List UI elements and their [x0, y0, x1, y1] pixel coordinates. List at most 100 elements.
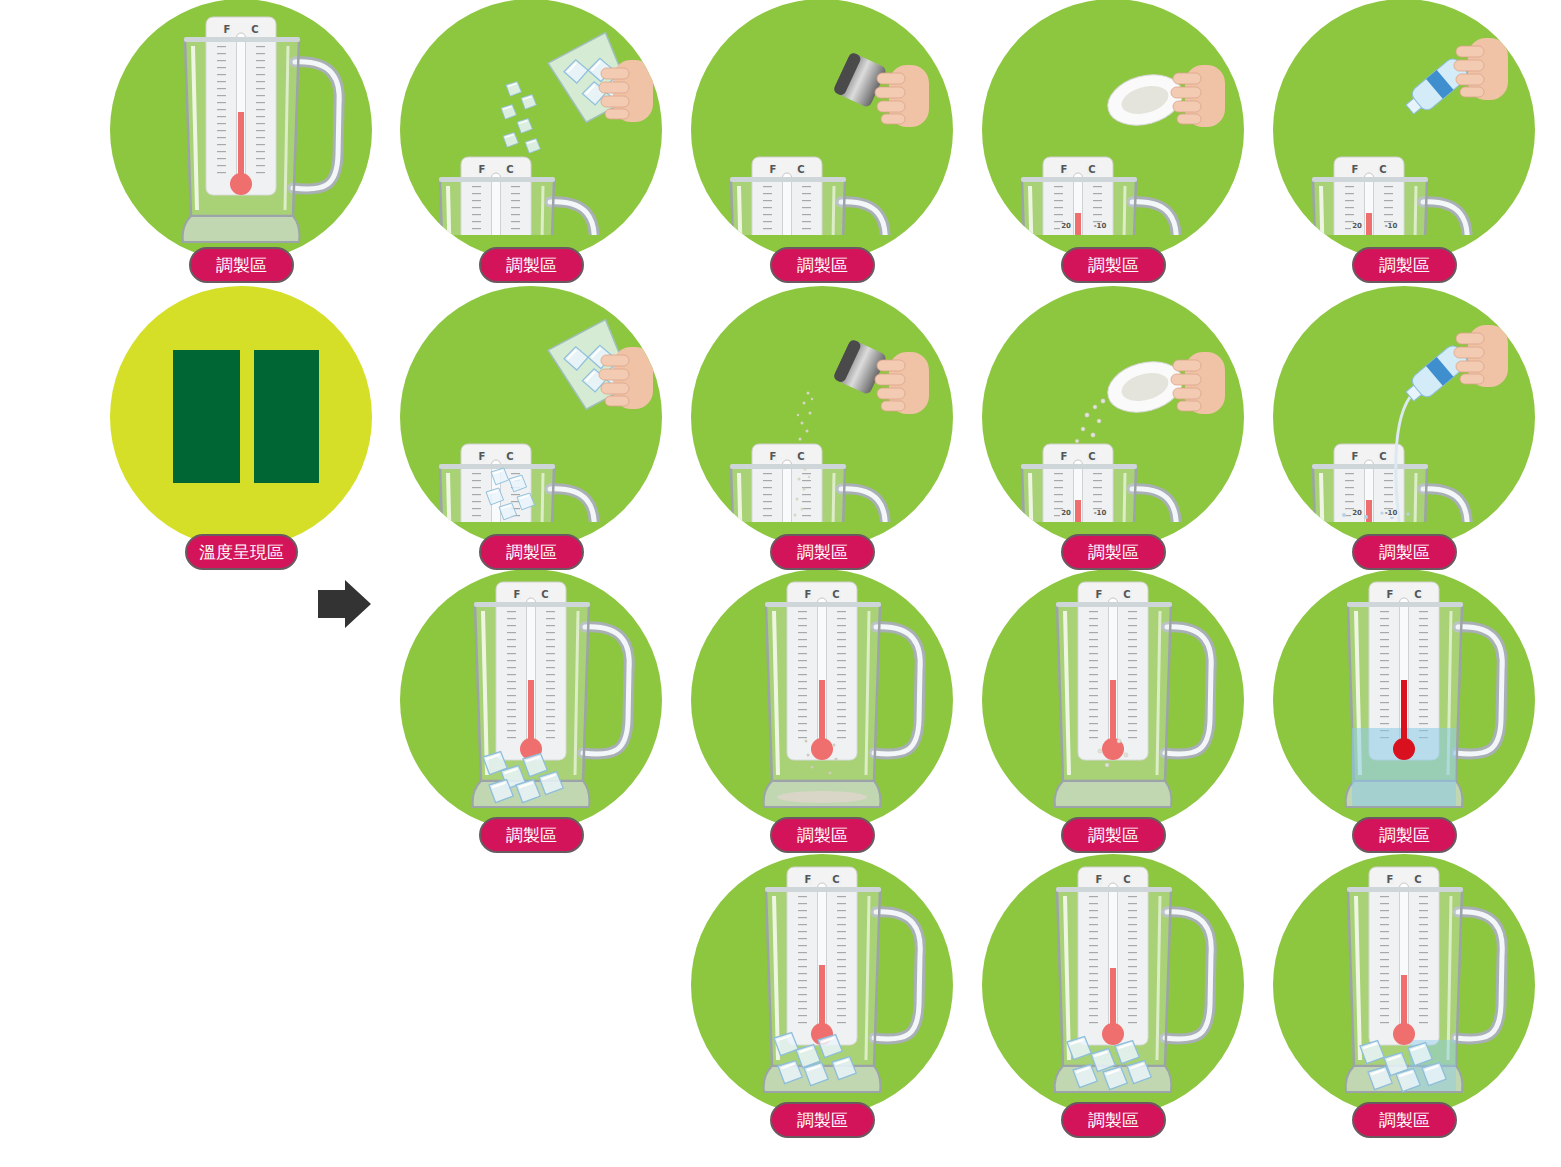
- illustration-part: [1127, 1061, 1151, 1084]
- label-holder: F: [769, 452, 778, 462]
- illustration-part: [1075, 213, 1081, 235]
- scale-number: 20: [1351, 223, 1363, 230]
- scale-letter: C: [1087, 452, 1096, 462]
- zone-circle: 調製區: [400, 0, 662, 283]
- zone-label: 調製區: [479, 247, 584, 283]
- illustration-part: [1408, 1043, 1432, 1066]
- circle-outline: [110, 286, 372, 548]
- scale-letter: F: [1386, 875, 1395, 885]
- zone-label: 溫度呈現區: [185, 534, 298, 570]
- circle-fill: [982, 286, 1244, 548]
- label-holder: -10: [1384, 223, 1399, 230]
- illustration-part: [875, 65, 929, 127]
- scale-letter: F: [1095, 875, 1104, 885]
- scale-letter: C: [540, 590, 549, 600]
- scale-number: 20: [1060, 223, 1072, 230]
- illustration-part: [808, 476, 810, 478]
- label-holder: F: [1386, 875, 1395, 885]
- illustration-part: [1366, 213, 1372, 235]
- illustration-part: [1101, 399, 1105, 403]
- scale-number: -10: [1384, 223, 1399, 230]
- zone-label: 調製區: [770, 247, 875, 283]
- illustration-part: [509, 475, 527, 492]
- illustration-part: [832, 1057, 856, 1080]
- illustration-part: [1124, 753, 1128, 757]
- label-holder: F: [804, 590, 813, 600]
- label-holder: C: [1413, 875, 1422, 885]
- illustration-part: [1075, 439, 1079, 443]
- zone-circle: 溫度呈現區: [110, 286, 372, 570]
- scale-number: -10: [1384, 510, 1399, 517]
- circle-outline: [691, 569, 953, 831]
- illustration-part: [1075, 500, 1081, 522]
- label-holder: F: [513, 590, 522, 600]
- scale-letter: F: [1351, 452, 1360, 462]
- label-holder: C: [1087, 452, 1096, 462]
- illustration-part: [1081, 427, 1085, 431]
- illustration-part: [1396, 1069, 1420, 1092]
- scale-letter: F: [769, 452, 778, 462]
- circle-outline: [400, 286, 662, 548]
- scale-letter: C: [1378, 165, 1387, 175]
- circle-fill: [691, 286, 953, 548]
- illustration-part: [1115, 1041, 1139, 1064]
- illustration-part: [517, 493, 535, 510]
- circle-outline: [691, 286, 953, 548]
- zone-label: 調製區: [770, 817, 875, 853]
- label-holder: F: [223, 25, 232, 35]
- zone-circle: 調製區: [691, 0, 953, 283]
- label-holder: 20: [1351, 510, 1363, 517]
- label-holder: F: [1386, 590, 1395, 600]
- illustration-part: [599, 347, 653, 409]
- zone-circle: 調製區: [110, 0, 372, 283]
- illustration-part: [1117, 739, 1121, 743]
- scale-letter: F: [1060, 452, 1069, 462]
- scale-letter: F: [223, 25, 232, 35]
- circle-fill: [1273, 0, 1535, 261]
- circle-fill: [982, 0, 1244, 261]
- scale-number: -10: [1093, 510, 1108, 517]
- illustration-part: [1352, 728, 1456, 806]
- illustration-part: [523, 754, 547, 777]
- illustration-part: [811, 738, 833, 760]
- label-holder: C: [1378, 452, 1387, 462]
- illustration-part: [599, 60, 653, 122]
- illustration-part: [801, 422, 804, 425]
- circle-outline: [400, 0, 662, 261]
- illustration-part: [778, 1061, 802, 1084]
- label-holder: F: [478, 165, 487, 175]
- illustration-part: [809, 412, 812, 415]
- illustration-part: [1454, 38, 1508, 100]
- circle-fill: [691, 0, 953, 261]
- illustration-part: [1171, 65, 1225, 127]
- circle-fill: [110, 286, 372, 548]
- circle-fill: [982, 854, 1244, 1116]
- circle-outline: [1273, 854, 1535, 1116]
- illustration-part: [829, 772, 832, 775]
- illustration-part: [1422, 1063, 1446, 1086]
- zone-circle: 調製區: [982, 0, 1244, 283]
- circle-fill: [691, 569, 953, 831]
- illustration-part: [803, 402, 806, 405]
- label-holder: -10: [1093, 223, 1108, 230]
- illustration-part: [804, 1063, 828, 1086]
- label-holder: C: [540, 590, 549, 600]
- scale-letter: F: [1060, 165, 1069, 175]
- scale-number: 20: [1351, 510, 1363, 517]
- illustration-part: [875, 352, 929, 414]
- label-holder: F: [804, 875, 813, 885]
- scale-letter: C: [505, 452, 514, 462]
- zone-label: 調製區: [189, 247, 294, 283]
- illustration-part: [1102, 738, 1124, 760]
- zone-label: 調製區: [1061, 817, 1166, 853]
- scale-letter: F: [1351, 165, 1360, 175]
- label-holder: F: [1095, 590, 1104, 600]
- illustration-part: [777, 791, 867, 803]
- zone-circle: 調製區: [982, 286, 1244, 570]
- illustration-part: [806, 430, 809, 433]
- illustration-part: [1342, 509, 1410, 519]
- circle-outline: [1273, 286, 1535, 548]
- display-panel: [173, 350, 240, 483]
- circle-outline: [1273, 0, 1535, 261]
- scale-letter: F: [1095, 590, 1104, 600]
